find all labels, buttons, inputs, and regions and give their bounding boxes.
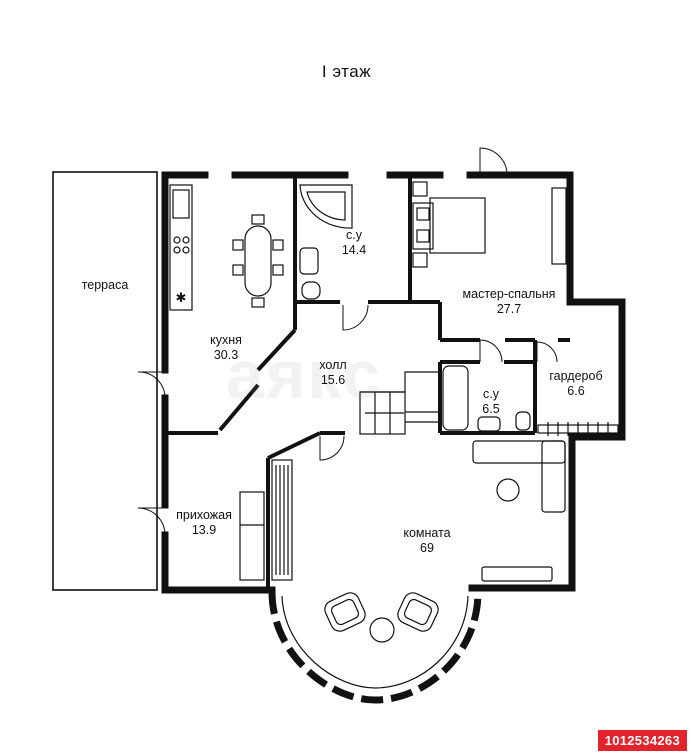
room-name: терраса — [81, 278, 129, 292]
svg-text:✱: ✱ — [176, 290, 187, 305]
outer-walls — [161, 171, 626, 594]
room-name: гардероб — [549, 369, 603, 383]
room-label-master-bedroom: мастер-спальня 27.7 — [450, 287, 568, 317]
room-area: 27.7 — [496, 302, 522, 316]
interior-walls — [165, 178, 570, 590]
room-name: прихожая — [176, 508, 232, 522]
wardrobe-rail — [537, 422, 619, 436]
room-area: 6.6 — [567, 384, 585, 398]
room-name: с.у — [346, 228, 362, 242]
room-name: с.у — [483, 387, 499, 401]
room-label-entrance: прихожая 13.9 — [168, 508, 240, 538]
room-area: 30.3 — [213, 348, 239, 362]
room-label-bathroom-2: с.у 6.5 — [472, 387, 510, 417]
room-name: кухня — [210, 333, 242, 347]
floor-title: I этаж — [321, 62, 372, 81]
room-area: 6.5 — [482, 402, 500, 416]
room-area: 13.9 — [191, 523, 217, 537]
doors — [137, 147, 558, 536]
entrance-furniture — [239, 459, 293, 581]
room-label-kitchen: кухня 30.3 — [196, 333, 256, 363]
staircase — [359, 371, 441, 435]
terrace-outline — [52, 171, 158, 591]
listing-id-badge: 1012534263 — [597, 730, 687, 751]
room-name: комната — [403, 526, 451, 540]
bay-window — [268, 591, 482, 704]
bathroom-2-fixtures — [442, 365, 531, 432]
watermark: аякс — [226, 337, 383, 413]
room-name: мастер-спальня — [462, 287, 556, 301]
room-label-living-room: комната 69 — [392, 526, 462, 556]
bedroom-furniture — [412, 181, 567, 268]
room-area: 14.4 — [341, 243, 367, 257]
room-name: холл — [319, 358, 347, 372]
room-area: 15.6 — [320, 373, 346, 387]
bathroom-1-fixtures — [299, 184, 353, 300]
room-area: 69 — [420, 541, 434, 555]
living-room-furniture — [324, 440, 566, 643]
room-label-hall: холл 15.6 — [308, 358, 358, 388]
kitchen-furniture: ✱ — [169, 184, 284, 311]
room-label-terrace: терраса — [72, 278, 138, 293]
room-label-wardrobe: гардероб 6.6 — [540, 369, 612, 399]
room-label-bathroom-1: с.у 14.4 — [334, 228, 374, 258]
